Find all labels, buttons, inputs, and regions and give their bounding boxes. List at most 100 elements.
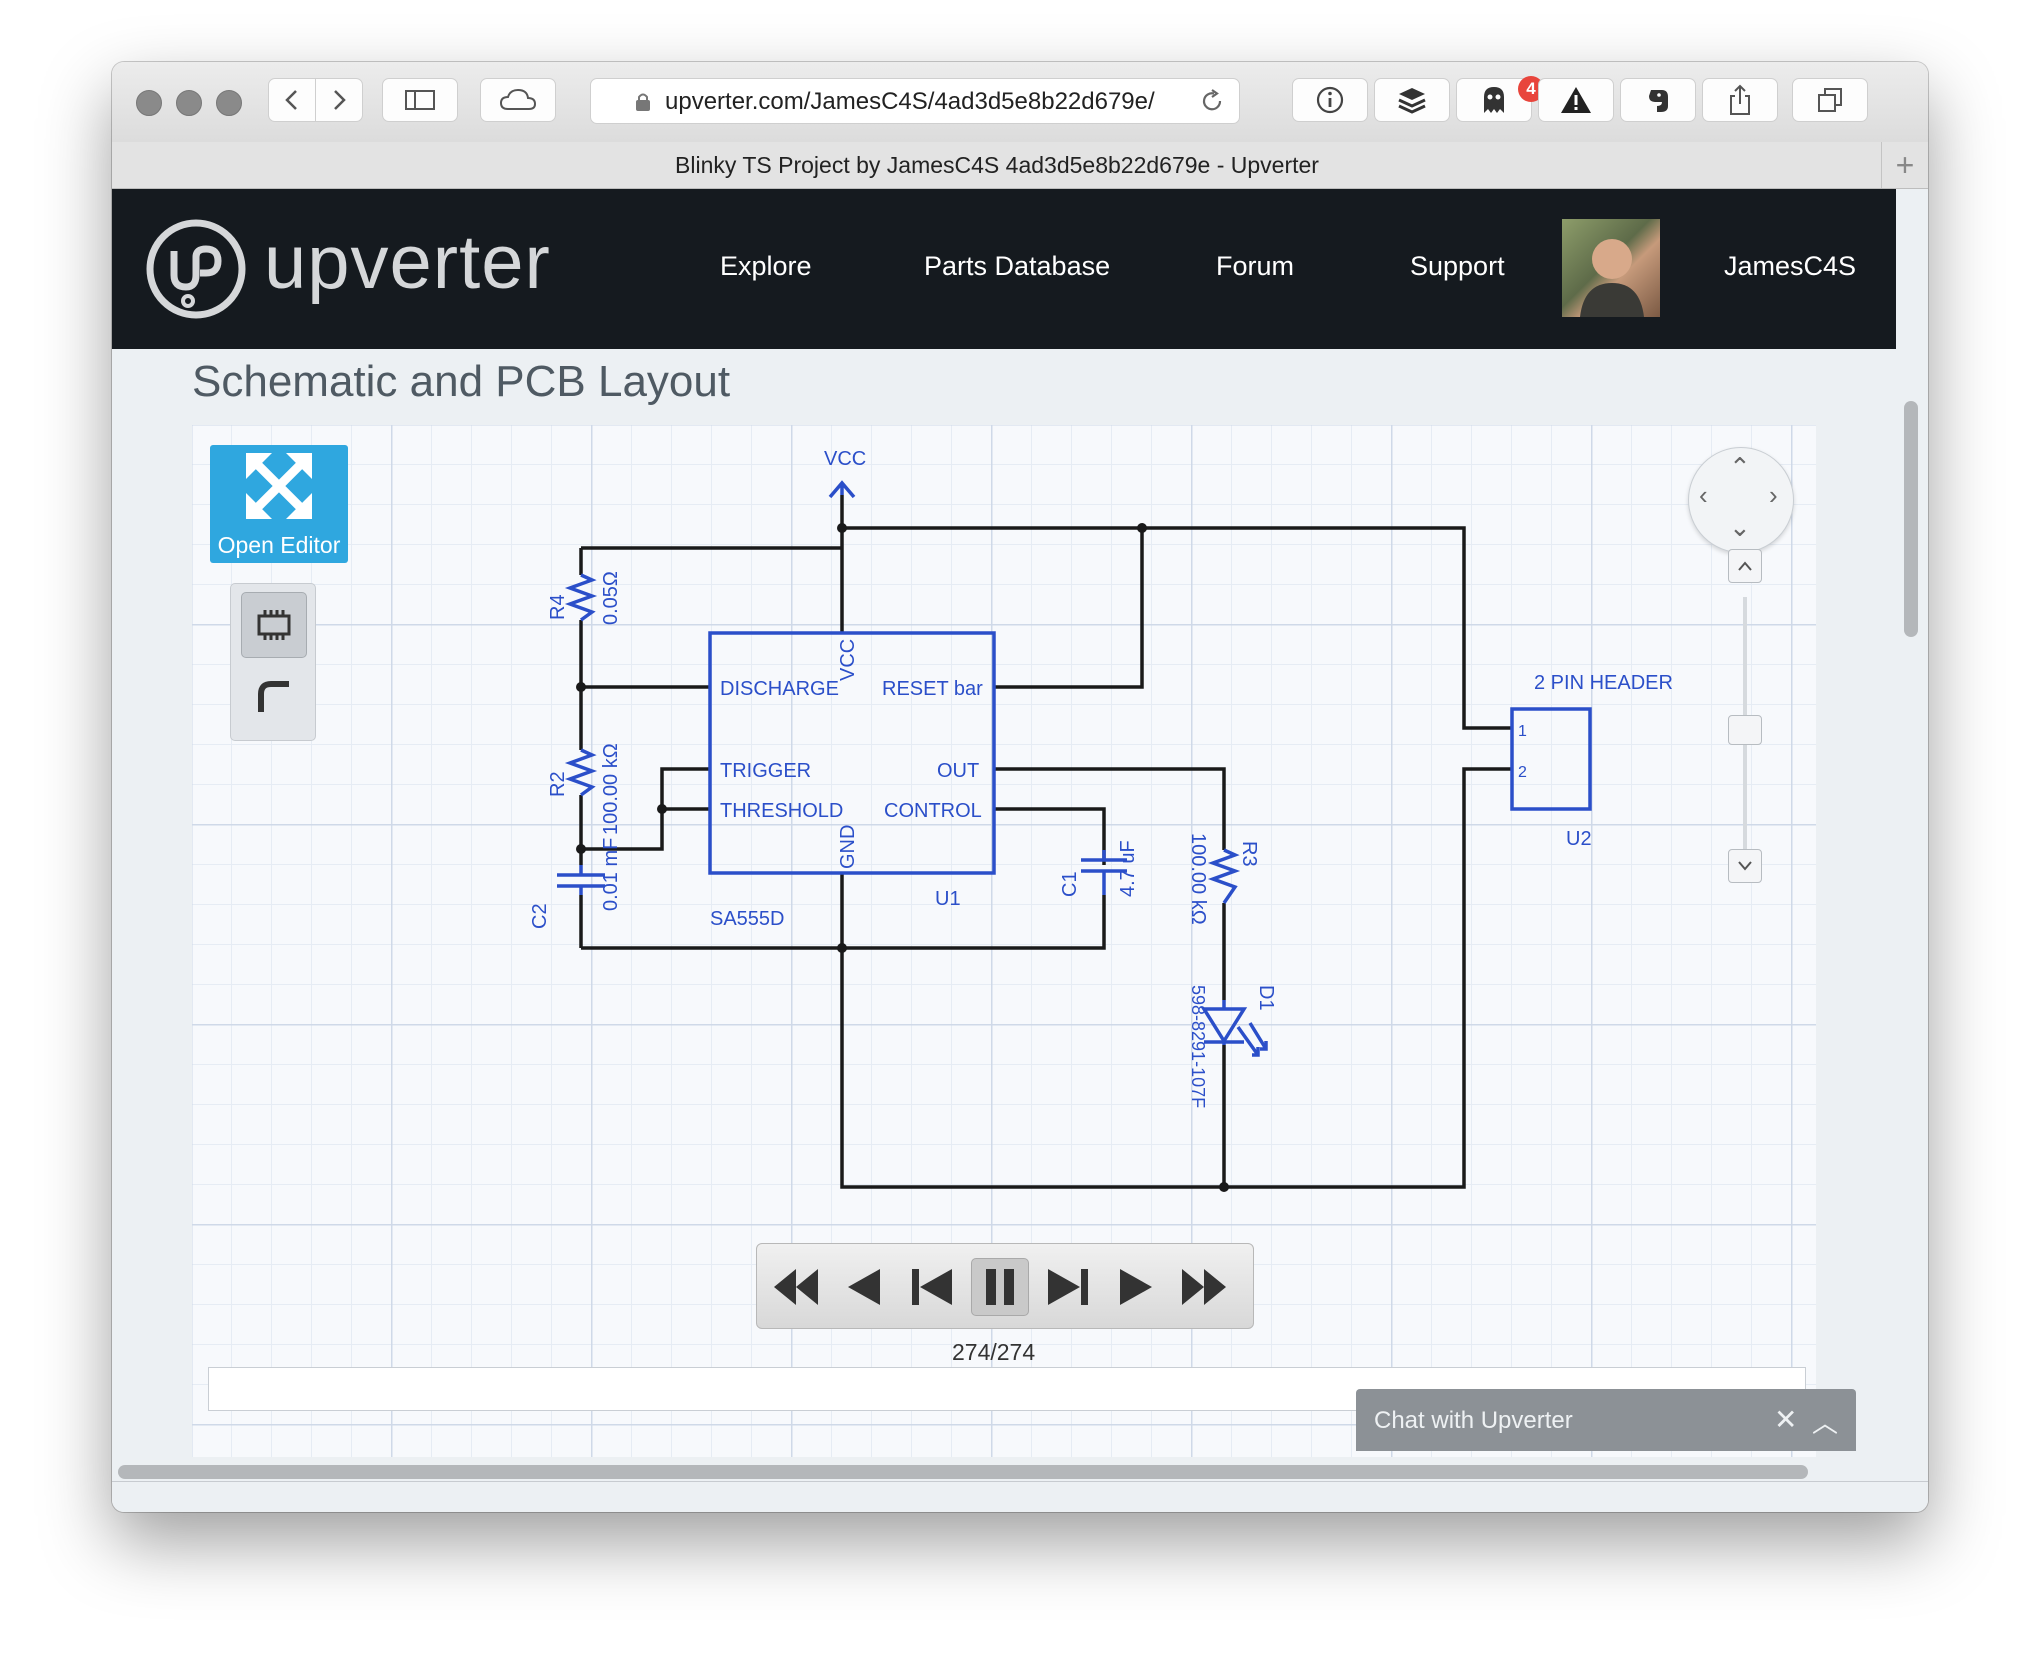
r3-value: 100.00 kΩ [1187, 833, 1209, 925]
pan-control[interactable]: ⌃ ⌄ ‹ › [1688, 447, 1794, 553]
browser-window: upverter.com/JamesC4S/4ad3d5e8b22d679e/ … [112, 62, 1928, 1512]
open-editor-label: Open Editor [217, 532, 341, 558]
info-button[interactable] [1292, 78, 1368, 122]
u1-part: SA555D [710, 908, 785, 930]
step-back-button[interactable] [903, 1258, 961, 1316]
fast-forward-icon [1182, 1269, 1226, 1305]
url-text: upverter.com/JamesC4S/4ad3d5e8b22d679e/ [665, 88, 1155, 115]
page-title: Schematic and PCB Layout [192, 357, 731, 406]
u2-pin2: 2 [1518, 764, 1527, 781]
plus-icon: + [1895, 146, 1915, 183]
icloud-tabs-button[interactable] [480, 78, 556, 122]
wires [579, 495, 1512, 1189]
site-header: upverter Explore Parts Database Forum Su… [112, 189, 1896, 349]
r4-ref: R4 [547, 594, 569, 620]
minimize-window-button[interactable] [176, 90, 202, 116]
fast-rewind-icon [774, 1269, 818, 1305]
avatar-photo [1580, 239, 1644, 317]
zoom-in-button[interactable] [1728, 549, 1762, 583]
divider [112, 1481, 1928, 1482]
skip-back-icon [912, 1269, 952, 1305]
nav-parts-database[interactable]: Parts Database [924, 251, 1111, 281]
schematic-viewer[interactable]: VCC DISCHARGE RESET bar TRIGGER OUT THRE… [192, 425, 1816, 1457]
step-forward-button[interactable] [1039, 1258, 1097, 1316]
share-icon [1730, 84, 1750, 115]
r4-value: 0.05Ω [600, 571, 622, 625]
tab-title[interactable]: Blinky TS Project by JamesC4S 4ad3d5e8b2… [675, 152, 1319, 178]
u2-label: 2 PIN HEADER [1534, 672, 1673, 694]
forward-button[interactable] [315, 78, 363, 122]
chevron-up-icon [1738, 561, 1752, 571]
schematic-view-button[interactable] [241, 592, 307, 658]
tabs-icon [1818, 88, 1842, 112]
new-tab-button[interactable]: + [1881, 142, 1928, 188]
d1-value: 598-8291-107F [1188, 985, 1208, 1108]
horizontal-scrollbar[interactable] [118, 1465, 1808, 1479]
back-button[interactable] [268, 78, 316, 122]
share-button[interactable] [1702, 78, 1778, 122]
close-window-button[interactable] [136, 90, 162, 116]
vertical-scrollbar[interactable] [1904, 401, 1918, 637]
d1-ref: D1 [1255, 985, 1277, 1011]
browser-toolbar: upverter.com/JamesC4S/4ad3d5e8b22d679e/ … [112, 62, 1928, 143]
open-editor-button[interactable]: Open Editor [210, 445, 348, 563]
pan-up-icon[interactable]: ⌃ [1729, 452, 1751, 482]
trace-icon [258, 681, 289, 712]
pan-left-icon[interactable]: ‹ [1699, 480, 1708, 510]
chip-icon [257, 610, 291, 640]
c1-ref: C1 [1059, 871, 1081, 897]
revision-counter: 274/274 [952, 1339, 1036, 1365]
schematic-drawing: VCC DISCHARGE RESET bar TRIGGER OUT THRE… [529, 448, 1673, 1192]
user-avatar[interactable] [1562, 219, 1660, 317]
nav-support[interactable]: Support [1410, 251, 1505, 281]
reload-icon[interactable] [1199, 88, 1225, 114]
play-icon [1120, 1269, 1152, 1305]
chevron-right-icon [334, 90, 346, 110]
buffer-extension-button[interactable] [1374, 78, 1450, 122]
history-playback-bar [756, 1243, 1254, 1329]
chat-widget[interactable]: Chat with Upverter ✕ ︿ [1356, 1389, 1856, 1451]
lock-icon [636, 93, 650, 111]
c2-value: 0.01 mF [600, 838, 622, 911]
pin-discharge: DISCHARGE [720, 678, 839, 700]
components [557, 480, 1592, 1057]
pause-button[interactable] [971, 1258, 1029, 1316]
zoom-out-button[interactable] [1728, 849, 1762, 883]
zoom-window-button[interactable] [216, 90, 242, 116]
pan-down-icon[interactable]: ⌄ [1729, 512, 1751, 542]
upverter-logo-icon[interactable] [144, 217, 248, 321]
close-icon[interactable]: ✕ [1774, 1404, 1798, 1435]
nav-forum[interactable]: Forum [1216, 251, 1295, 281]
play-backward-button[interactable] [835, 1258, 893, 1316]
tab-bar: Blinky TS Project by JamesC4S 4ad3d5e8b2… [112, 142, 1928, 189]
first-revision-button[interactable] [767, 1258, 825, 1316]
view-toolbox [230, 583, 316, 741]
pcb-view-button[interactable] [241, 664, 305, 728]
evernote-extension-button[interactable] [1620, 78, 1696, 122]
pin-control: CONTROL [884, 800, 982, 822]
site-logo-text[interactable]: upverter [264, 220, 551, 305]
pan-right-icon[interactable]: › [1769, 480, 1778, 510]
last-revision-button[interactable] [1175, 1258, 1233, 1316]
address-bar[interactable]: upverter.com/JamesC4S/4ad3d5e8b22d679e/ [590, 78, 1240, 124]
zoom-slider-handle[interactable] [1728, 715, 1762, 745]
pin-threshold: THRESHOLD [720, 800, 843, 822]
sidebar-toggle-button[interactable] [382, 78, 458, 122]
play-forward-button[interactable] [1107, 1258, 1165, 1316]
nav-explore[interactable]: Explore [720, 251, 812, 281]
c2-ref: C2 [529, 903, 551, 929]
cloud-icon [499, 88, 537, 110]
r2-ref: R2 [547, 771, 569, 797]
r3-ref: R3 [1238, 841, 1260, 867]
tab-overview-button[interactable] [1792, 78, 1868, 122]
nav-username[interactable]: JamesC4S [1724, 251, 1857, 281]
info-icon [1316, 86, 1344, 114]
c1-value: 4.7 uF [1117, 840, 1139, 897]
skip-forward-icon [1048, 1269, 1088, 1305]
u2-pin1: 1 [1518, 723, 1527, 740]
sidebar-icon [405, 90, 435, 110]
u2-ref: U2 [1566, 828, 1592, 850]
pause-icon [986, 1269, 1014, 1305]
chevron-up-icon[interactable]: ︿ [1812, 1408, 1839, 1438]
warning-extension-button[interactable] [1538, 78, 1614, 122]
